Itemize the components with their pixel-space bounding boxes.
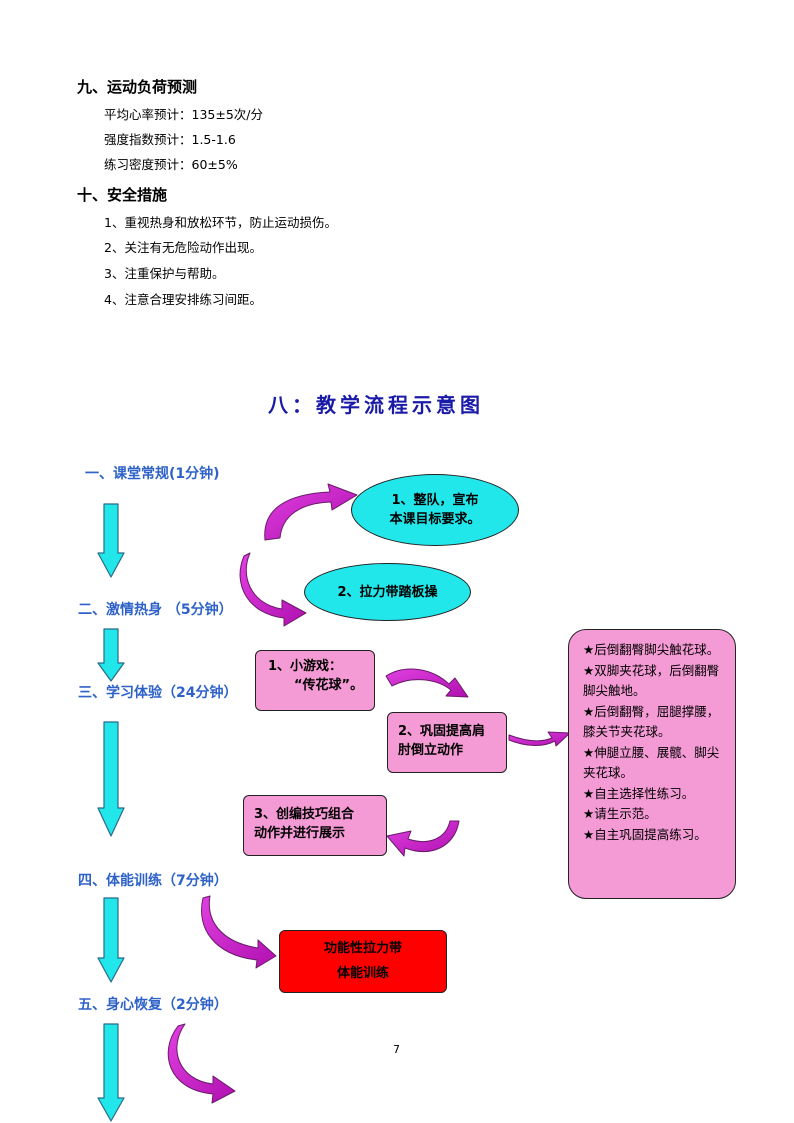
ellipse-band-step: 2、拉力带踏板操 (304, 563, 471, 621)
box-functional-band-line-2: 体能训练 (336, 966, 389, 981)
sidebar-item-3: ★后倒翻臀，屈腿撑腰，膝关节夹花球。 (583, 703, 720, 740)
box-mini-game: 1、小游戏： “传花球”。 (255, 650, 375, 711)
sidebar-practice-list: ★后倒翻臀脚尖触花球。 ★双脚夹花球，后倒翻臀脚尖触地。 ★后倒翻臀，屈腿撑腰，… (568, 629, 736, 899)
down-arrow-5 (97, 1023, 125, 1122)
step-1-classroom-routine: 一、课堂常规(1分钟) (85, 466, 220, 482)
curve-arrow-5 (386, 820, 460, 857)
section9-line-3: 练习密度预计：60±5% (104, 157, 238, 172)
section9-line-2: 强度指数预计：1.5-1.6 (104, 132, 236, 147)
section10-heading: 十、安全措施 (77, 186, 168, 204)
box-create-combo-line-2: 动作并进行展示 (254, 826, 346, 841)
section10-line-4: 4、注意合理安排练习间距。 (104, 292, 262, 307)
down-arrow-4 (97, 897, 125, 983)
ellipse-assembly-line-2: 本课目标要求。 (389, 512, 481, 527)
step-3-learning: 三、学习体验（24分钟） (78, 685, 238, 701)
box-consolidate-line-2: 肘倒立动作 (398, 743, 464, 758)
step-4-fitness: 四、体能训练（7分钟） (78, 873, 228, 889)
sidebar-item-7: ★自主巩固提高练习。 (583, 826, 707, 842)
step-5-recovery: 五、身心恢复（2分钟） (78, 997, 228, 1013)
box-consolidate-line-1: 2、巩固提高肩 (398, 724, 486, 739)
curve-arrow-6 (201, 895, 277, 969)
sidebar-item-6: ★请生示范。 (583, 806, 657, 821)
box-create-combo: 3、创编技巧组合 动作并进行展示 (243, 795, 387, 856)
section10-line-3: 3、注重保护与帮助。 (104, 266, 225, 281)
sidebar-item-4: ★伸腿立腰、展髋、脚尖夹花球。 (583, 744, 720, 781)
curve-arrow-3 (385, 668, 469, 698)
sidebar-item-5: ★自主选择性练习。 (583, 785, 695, 801)
section9-line-1: 平均心率预计：135±5次/分 (104, 107, 263, 122)
section10-line-1: 1、重视热身和放松环节，防止运动损伤。 (104, 215, 337, 230)
box-functional-band: 功能性拉力带 体能训练 (279, 930, 447, 993)
box-mini-game-line-2: “传花球”。 (294, 678, 364, 693)
down-arrow-1 (97, 503, 125, 578)
box-consolidate: 2、巩固提高肩 肘倒立动作 (387, 712, 507, 773)
step-2-warmup: 二、激情热身 （5分钟） (78, 602, 233, 618)
box-functional-band-line-1: 功能性拉力带 (323, 941, 402, 956)
ellipse-assembly-line-1: 1、整队，宣布 (391, 493, 479, 508)
down-arrow-3 (97, 721, 125, 837)
curve-arrow-7 (167, 1023, 236, 1104)
page-number: 7 (393, 1043, 400, 1056)
ellipse-band-step-label: 2、拉力带踏板操 (337, 584, 438, 600)
section9-heading: 九、运动负荷预测 (77, 78, 198, 96)
box-create-combo-line-1: 3、创编技巧组合 (254, 807, 355, 822)
box-mini-game-line-1: 1、小游戏： (268, 659, 343, 674)
down-arrow-2 (97, 628, 125, 682)
ellipse-assembly: 1、整队，宣布 本课目标要求。 (351, 474, 519, 546)
curve-arrow-2 (239, 552, 307, 627)
section10-line-2: 2、关注有无危险动作出现。 (104, 240, 262, 255)
curve-arrow-4 (508, 731, 571, 747)
sidebar-item-1: ★后倒翻臀脚尖触花球。 (583, 642, 720, 657)
sidebar-item-2: ★双脚夹花球，后倒翻臀脚尖触地。 (583, 662, 720, 699)
flow-title: 八：教学流程示意图 (268, 393, 484, 417)
curve-arrow-1 (264, 483, 358, 541)
